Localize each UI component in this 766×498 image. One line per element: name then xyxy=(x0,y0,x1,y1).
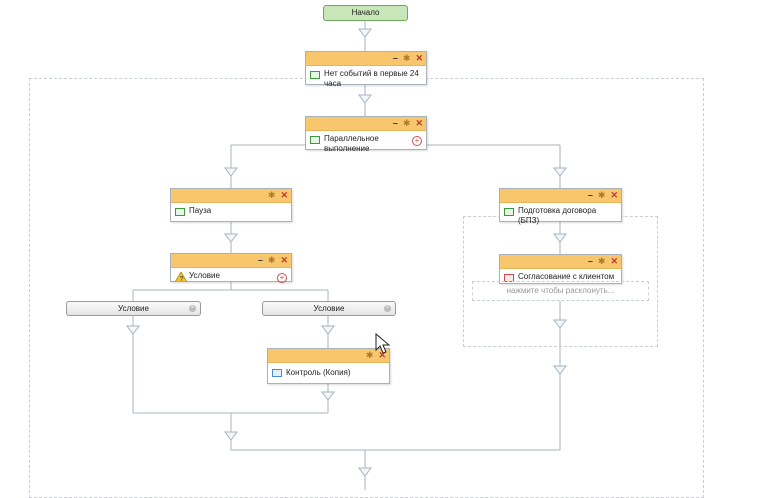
minimize-icon[interactable]: – xyxy=(257,255,263,265)
minimize-icon[interactable]: – xyxy=(587,256,593,266)
block-condition[interactable]: – ✱ ✕ ? Условие + xyxy=(170,253,292,283)
gear-icon[interactable]: ✱ xyxy=(267,190,276,200)
block-header: – ✱ ✕ xyxy=(171,254,291,268)
close-icon[interactable]: ✕ xyxy=(610,256,618,266)
close-icon[interactable]: ✕ xyxy=(610,190,618,200)
block-label: Параллельное выполнение xyxy=(324,134,379,153)
gear-icon[interactable]: ✱ xyxy=(597,190,606,200)
block-control-copy[interactable]: ✱ ✕ Контроль (Копия) xyxy=(267,348,390,384)
close-icon[interactable]: ✕ xyxy=(415,53,423,63)
block-label: Нет событий в первые 24 часа xyxy=(324,69,419,88)
branch-condition-left[interactable]: Условие × xyxy=(66,301,201,316)
condition-icon: ? xyxy=(174,271,188,283)
task-icon xyxy=(272,369,282,377)
block-client-approval[interactable]: – ✱ ✕ Согласование с клиентом xyxy=(499,254,622,284)
block-parallel[interactable]: – ✱ ✕ Параллельное выполнение + xyxy=(305,116,427,153)
block-label: Согласование с клиентом xyxy=(518,272,615,281)
block-header: ✱ ✕ xyxy=(268,349,389,363)
branch-condition-right[interactable]: Условие × xyxy=(262,301,396,316)
block-header: – ✱ ✕ xyxy=(306,117,426,131)
subprocess-icon xyxy=(504,208,514,216)
block-no-events[interactable]: – ✱ ✕ Нет событий в первые 24 часа xyxy=(305,51,427,88)
block-label: Условие xyxy=(189,271,220,280)
block-label: Контроль (Копия) xyxy=(286,368,351,377)
pause-icon xyxy=(175,208,185,216)
block-label: Пауза xyxy=(189,206,212,215)
gear-icon[interactable]: ✱ xyxy=(402,53,411,63)
block-header: – ✱ ✕ xyxy=(500,255,621,269)
close-icon[interactable]: ✕ xyxy=(378,350,386,360)
branch-label: Условие xyxy=(118,304,149,313)
expand-hint[interactable]: нажмите чтобы расклонуть... xyxy=(472,281,649,301)
minimize-icon[interactable]: – xyxy=(392,118,398,128)
block-contract-prep[interactable]: – ✱ ✕ Подготовка договора (БПЗ) xyxy=(499,188,622,225)
remove-branch-icon[interactable]: × xyxy=(189,305,196,312)
remove-branch-icon[interactable]: × xyxy=(384,305,391,312)
block-header: – ✱ ✕ xyxy=(306,52,426,66)
close-icon[interactable]: ✕ xyxy=(280,190,288,200)
block-label: Подготовка договора (БПЗ) xyxy=(518,206,597,225)
block-pause[interactable]: ✱ ✕ Пауза xyxy=(170,188,292,222)
branch-label: Условие xyxy=(313,304,345,313)
close-icon[interactable]: ✕ xyxy=(415,118,423,128)
close-icon[interactable]: ✕ xyxy=(280,255,288,265)
block-header: – ✱ ✕ xyxy=(500,189,621,203)
add-branch-icon[interactable]: + xyxy=(412,136,422,146)
parallel-icon xyxy=(310,136,320,144)
svg-text:?: ? xyxy=(180,276,184,282)
gear-icon[interactable]: ✱ xyxy=(365,350,374,360)
add-branch-icon[interactable]: + xyxy=(277,273,287,283)
mouse-cursor-icon xyxy=(375,333,391,354)
minimize-icon[interactable]: – xyxy=(392,53,398,63)
block-header: ✱ ✕ xyxy=(171,189,291,203)
event-icon xyxy=(310,71,320,79)
minimize-icon[interactable]: – xyxy=(587,190,593,200)
gear-icon[interactable]: ✱ xyxy=(267,255,276,265)
gear-icon[interactable]: ✱ xyxy=(597,256,606,266)
start-node[interactable]: Начало xyxy=(323,5,408,21)
gear-icon[interactable]: ✱ xyxy=(402,118,411,128)
